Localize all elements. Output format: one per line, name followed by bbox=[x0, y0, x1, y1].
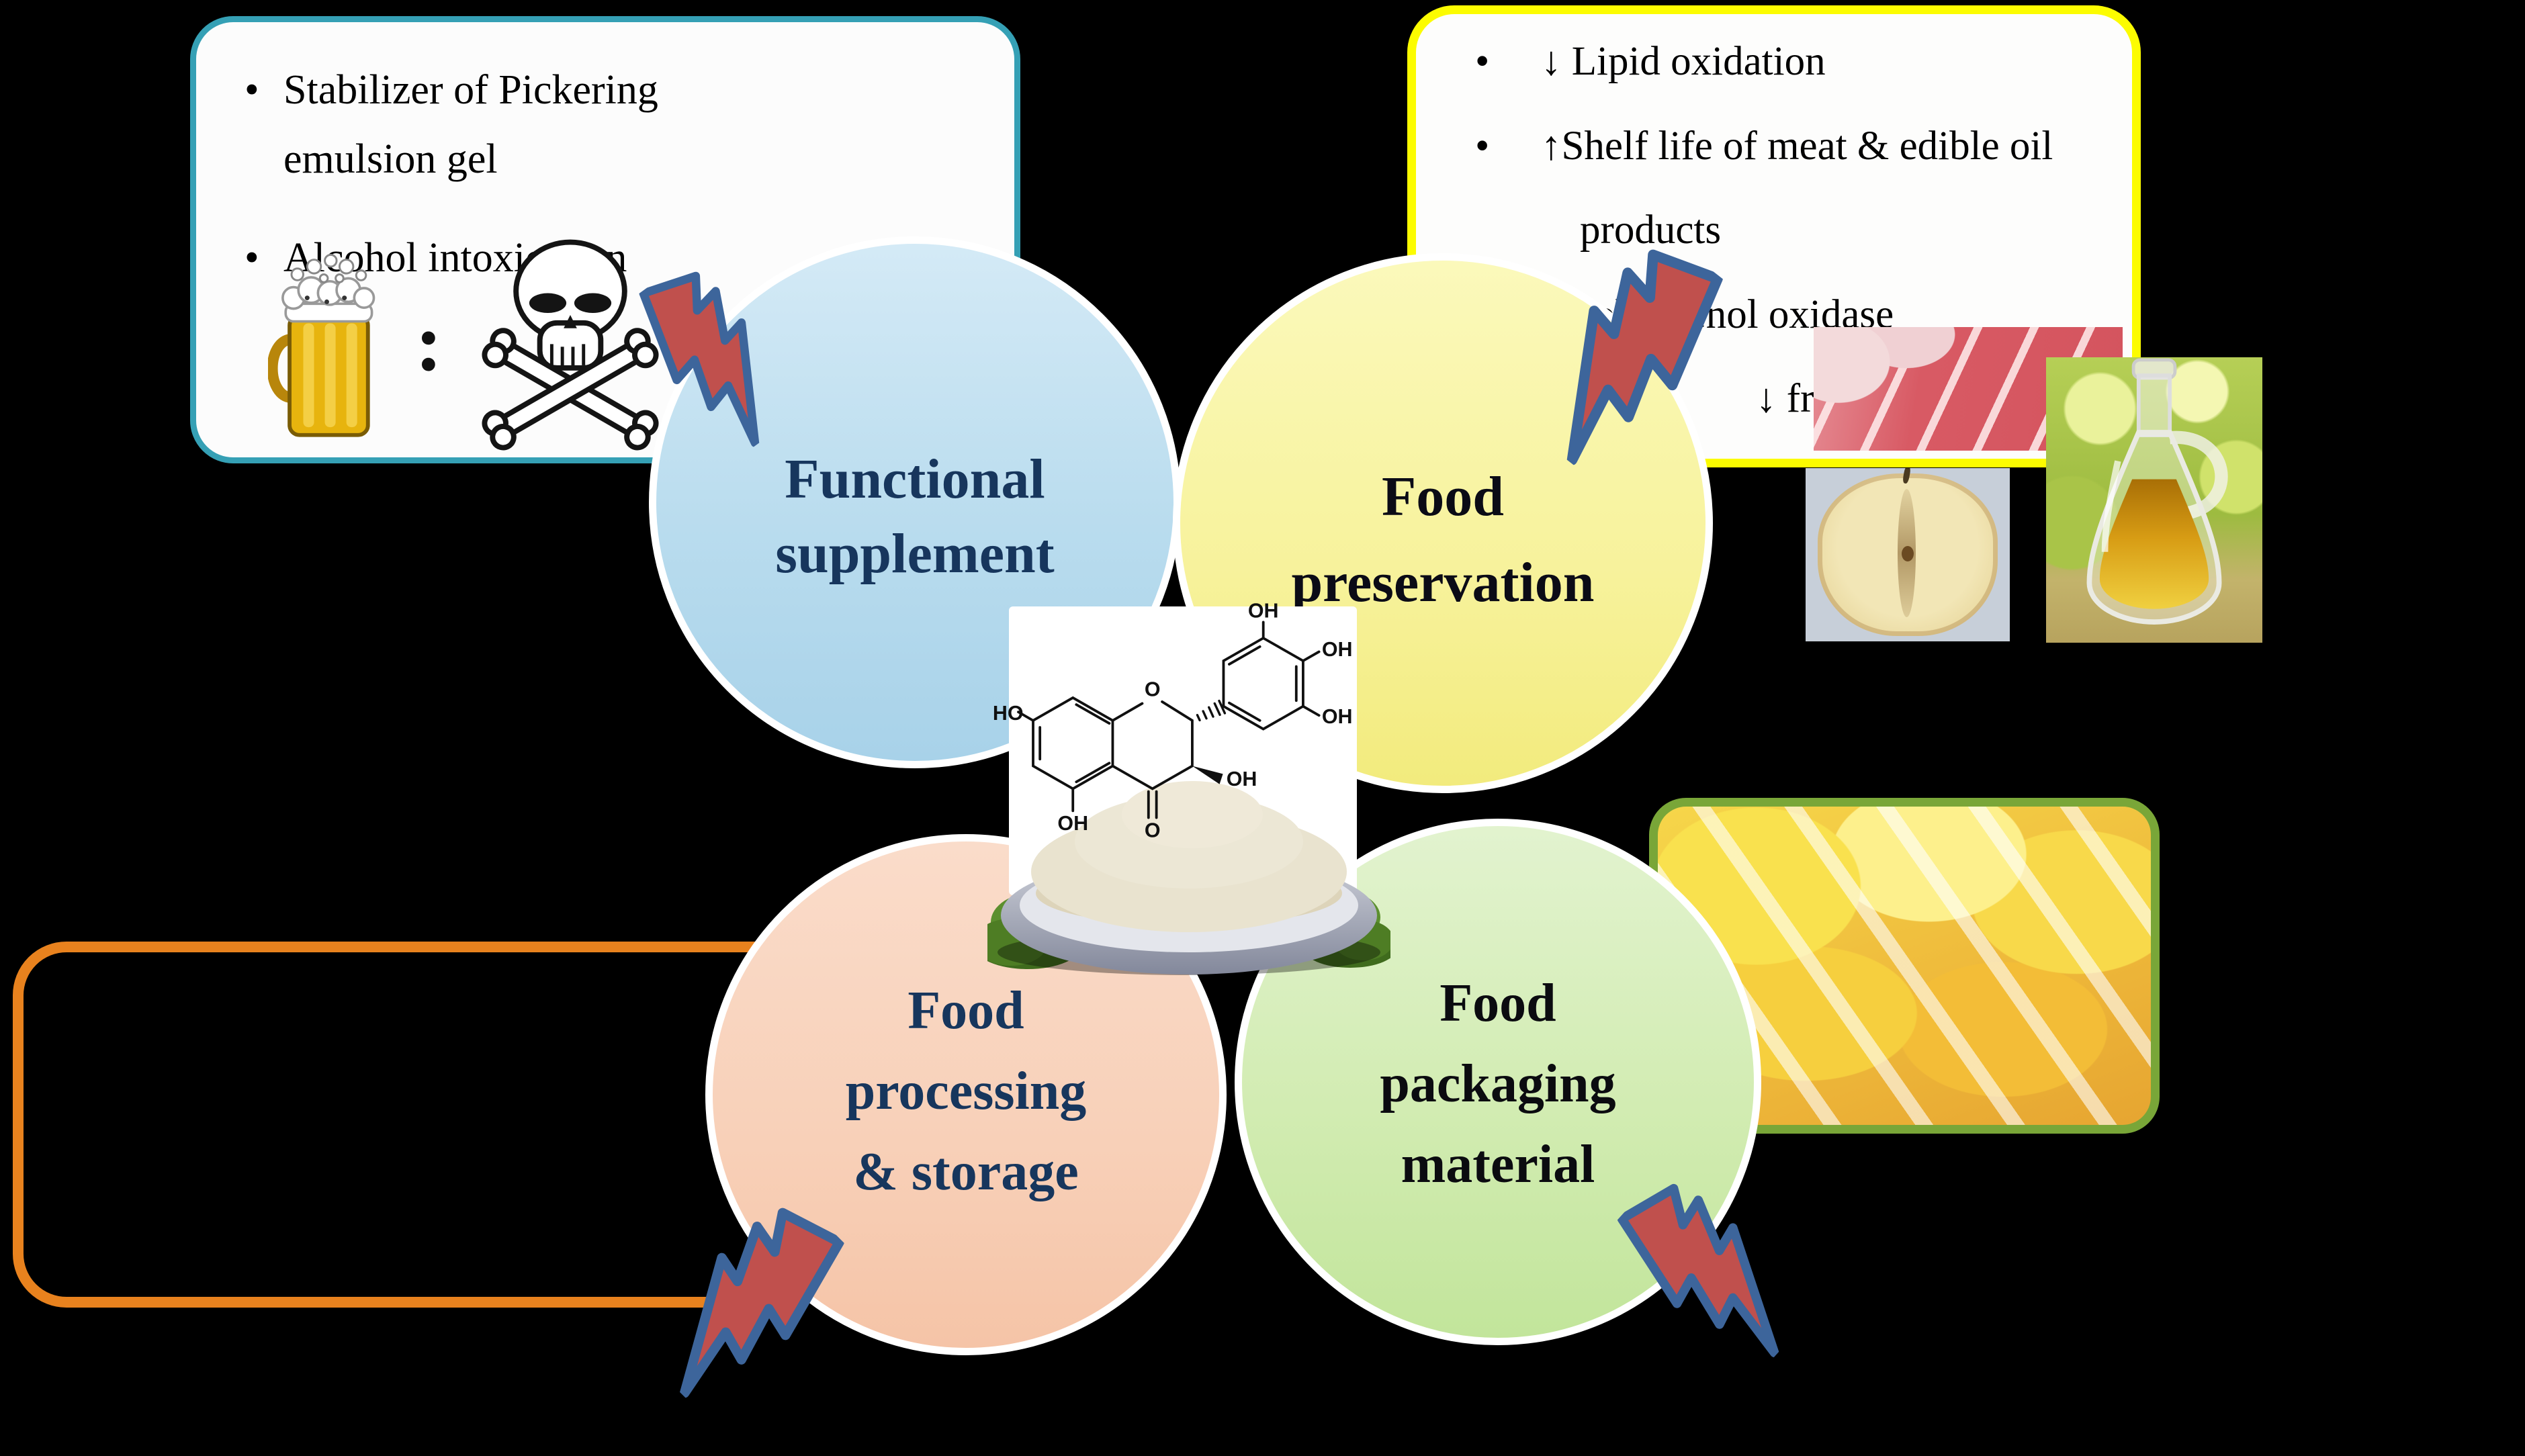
hydroxyl-label: OH bbox=[1057, 812, 1088, 835]
circle-label-line: material bbox=[1401, 1135, 1595, 1194]
edible-oil-bottle-photo bbox=[2046, 357, 2262, 643]
list-item: • Stabilizer of Pickering bbox=[245, 56, 994, 125]
lightning-bolt-icon bbox=[1617, 1183, 1779, 1358]
apple-half-photo bbox=[1806, 468, 2010, 641]
hydroxyl-label: OH bbox=[1227, 768, 1257, 790]
list-item: emulsion gel bbox=[245, 125, 994, 194]
circle-label: Food packaging material bbox=[1242, 963, 1754, 1205]
powder-plate-photo bbox=[987, 781, 1390, 975]
circle-label: Functional supplement bbox=[656, 443, 1173, 592]
hydroxyl-label: OH bbox=[1322, 705, 1353, 728]
list-item: products bbox=[1475, 197, 2119, 263]
ketone-oxygen-label: O bbox=[1145, 819, 1161, 841]
list-item-text: Stabilizer of Pickering bbox=[283, 67, 658, 113]
hydroxyl-label: HO bbox=[993, 702, 1024, 725]
circle-label-line: Food bbox=[1439, 974, 1556, 1033]
circle-label: Food preservation bbox=[1180, 454, 1706, 625]
bullet-marker: • bbox=[245, 67, 259, 113]
hydroxyl-label: OH bbox=[1322, 638, 1353, 661]
skull-crossbones-icon bbox=[482, 239, 659, 451]
list-item-text: emulsion gel bbox=[283, 136, 498, 182]
list-item: • ↓ Lipid oxidation bbox=[1475, 29, 2119, 95]
bullet-marker: • bbox=[245, 234, 259, 281]
stereo-hash-bond bbox=[1196, 699, 1227, 722]
oil-bottle-illustration bbox=[2086, 358, 2228, 625]
hydroxyl-label: OH bbox=[1248, 602, 1279, 623]
circle-label-line: Food bbox=[907, 981, 1024, 1040]
beer-mug-icon bbox=[268, 253, 375, 437]
ring-oxygen-label: O bbox=[1145, 678, 1161, 700]
powder-mound bbox=[1031, 781, 1347, 932]
circle-label-line: packaging bbox=[1380, 1054, 1616, 1113]
bullet-marker: • bbox=[1475, 123, 1490, 169]
list-item-text: ↓ Lipid oxidation bbox=[1541, 39, 1826, 84]
colon-separator: : bbox=[415, 298, 443, 388]
circle-label-line: & storage bbox=[853, 1142, 1079, 1201]
lightning-bolt-icon bbox=[1566, 249, 1723, 465]
dihydromyricetin-structure: HO O OH O OH OH OH OH bbox=[993, 602, 1353, 841]
circle-label-line: processing bbox=[845, 1062, 1087, 1121]
lightning-bolt-icon bbox=[639, 271, 760, 447]
list-item-text: ↑Shelf life of meat & edible oil bbox=[1541, 123, 2053, 169]
apple-seed bbox=[1901, 546, 1914, 562]
circle-label-line: Functional bbox=[785, 448, 1045, 510]
circle-label-line: Food bbox=[1381, 465, 1505, 528]
circle-label: Food processing & storage bbox=[713, 970, 1219, 1212]
bullet-marker: • bbox=[1475, 39, 1490, 84]
circle-label-line: supplement bbox=[775, 522, 1055, 585]
stereo-wedge-bond bbox=[1192, 766, 1223, 784]
list-item-text: products bbox=[1580, 208, 1722, 253]
lightning-bolt-icon bbox=[679, 1208, 844, 1398]
circle-label-line: preservation bbox=[1291, 551, 1595, 614]
list-item: • ↑Shelf life of meat & edible oil bbox=[1475, 113, 2119, 179]
